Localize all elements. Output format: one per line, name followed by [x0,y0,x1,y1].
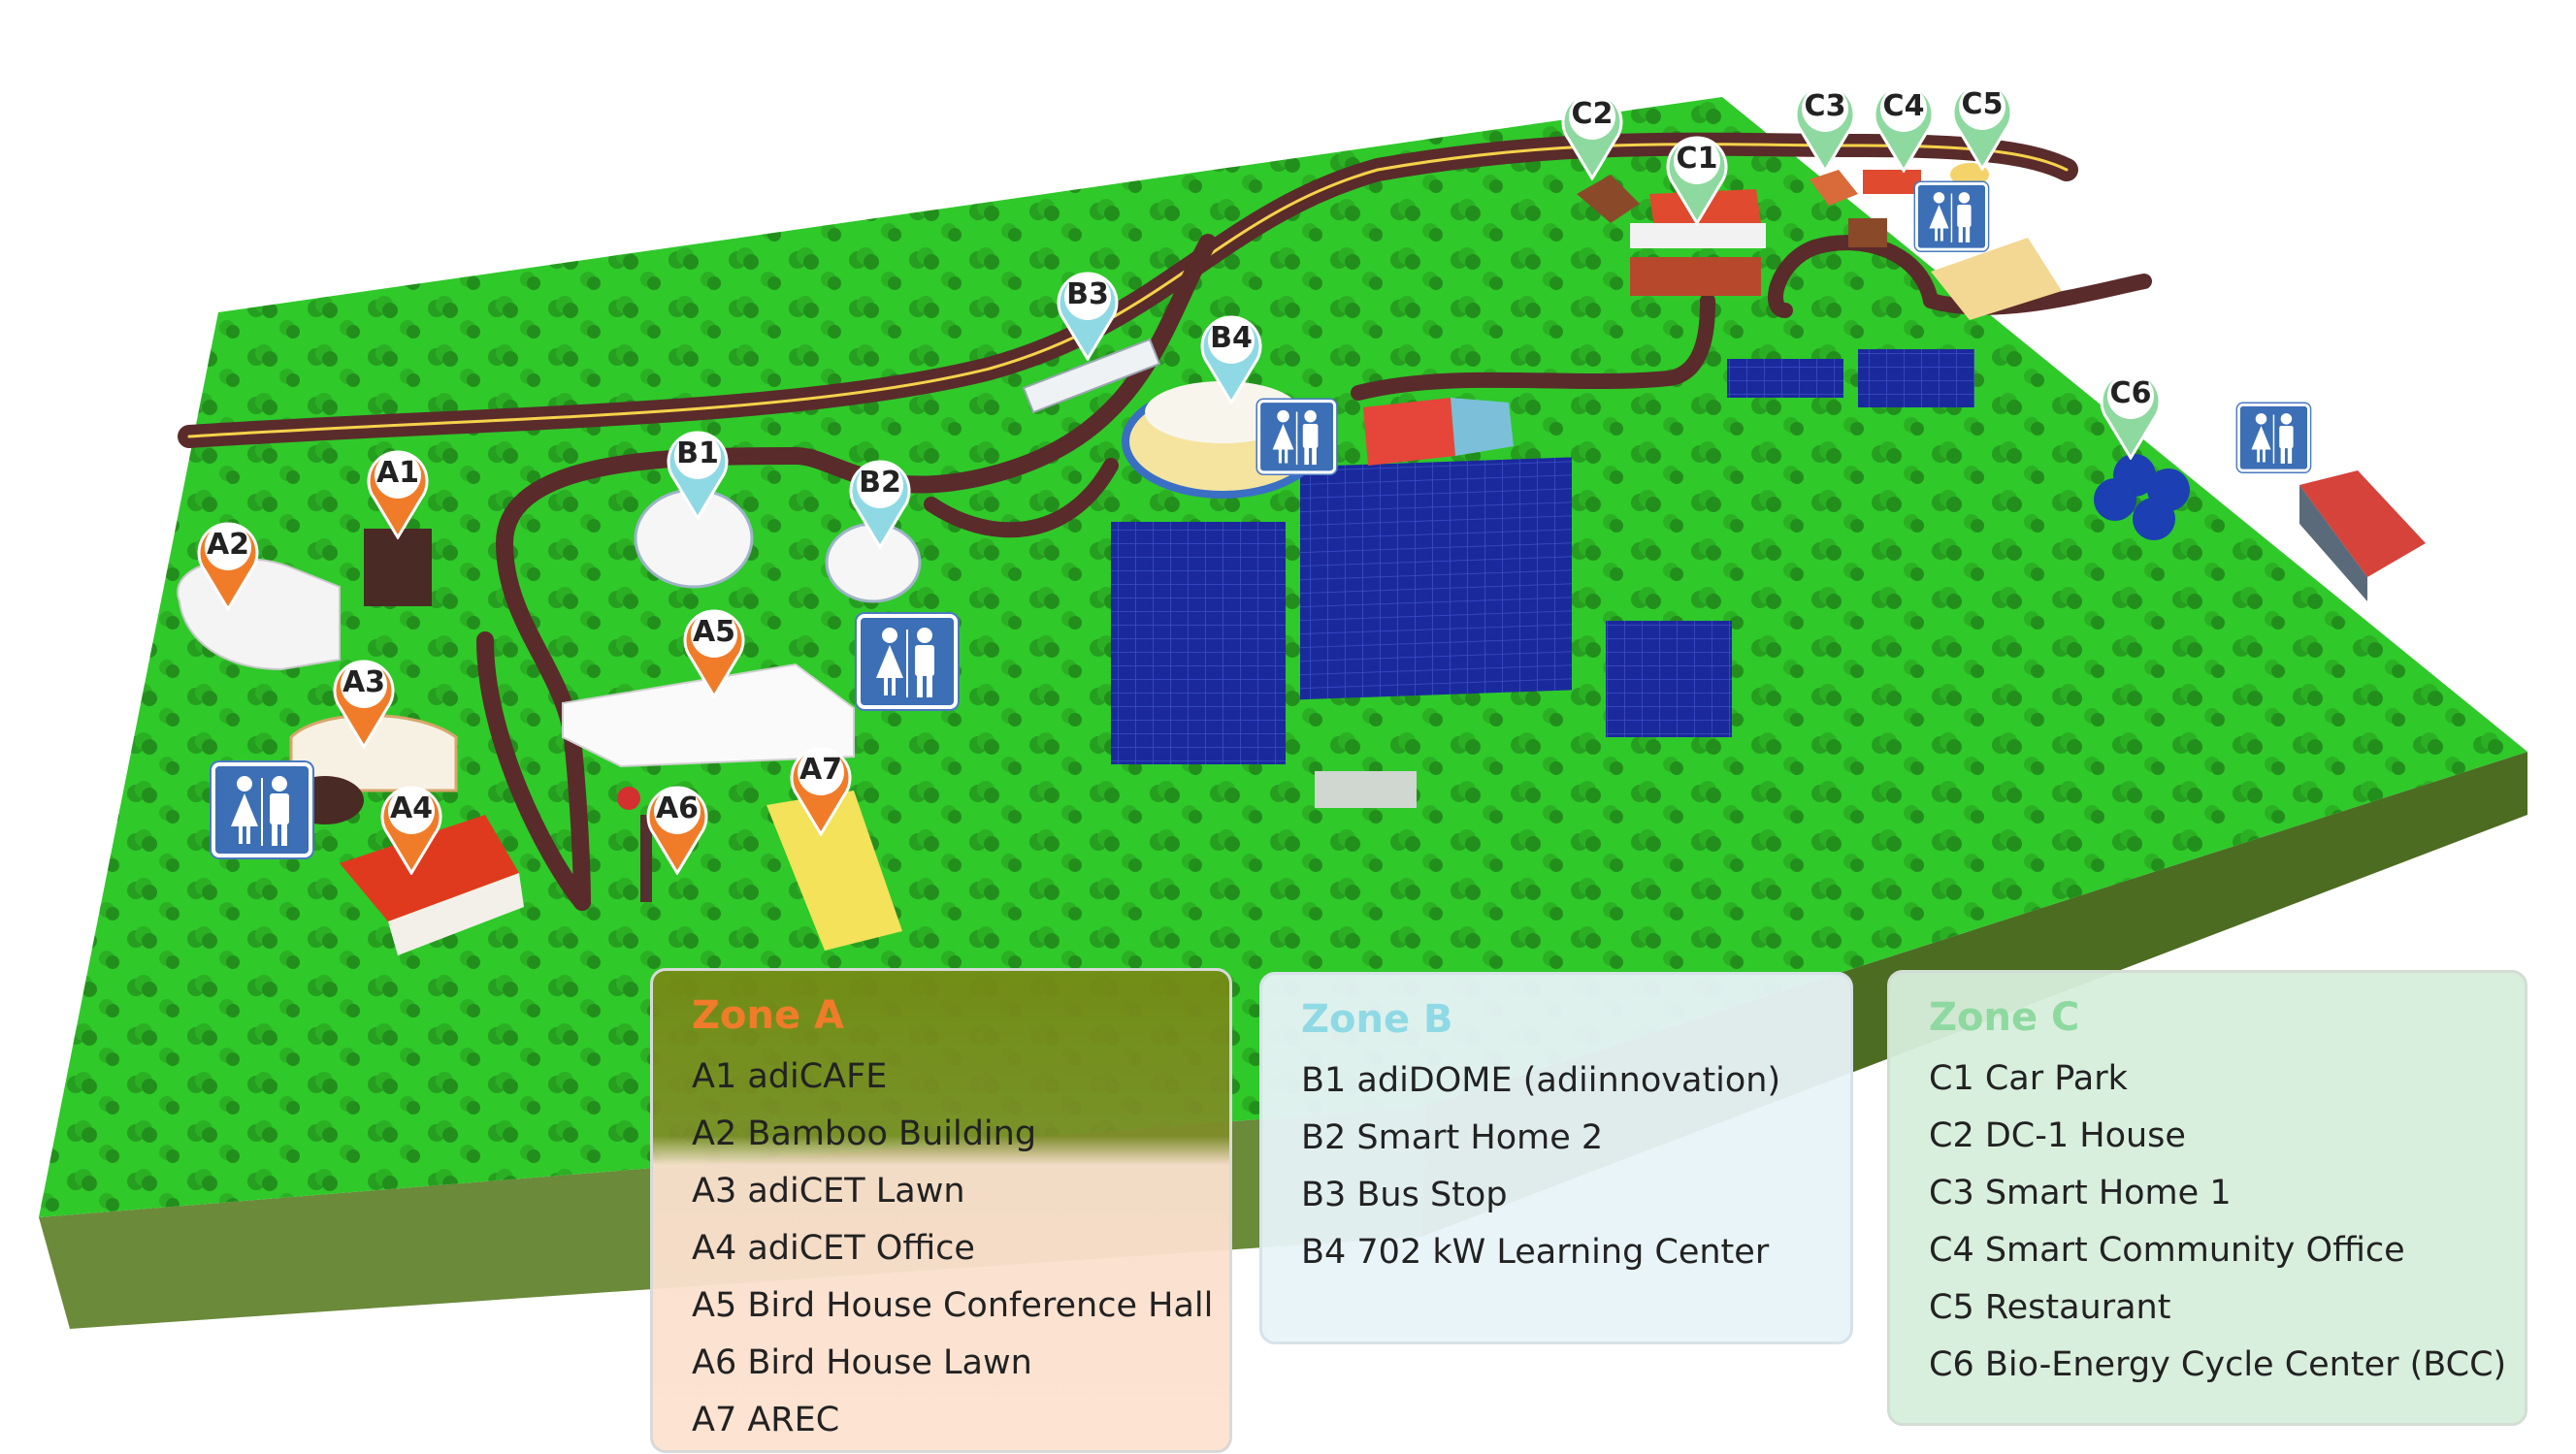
zone-c-item: C2 DC-1 House [1929,1116,2186,1155]
map-pin-a1[interactable]: A1 [363,442,433,539]
zone-a-item: A2 Bamboo Building [692,1115,1037,1153]
zone-a-item: A6 Bird House Lawn [692,1343,1032,1382]
map-pin-b4[interactable]: B4 [1196,307,1266,404]
restroom-sign[interactable] [212,762,312,857]
map-pin-icon [1057,272,1119,361]
zone-a-item: A7 AREC [692,1401,840,1439]
pin-label: C2 [1571,97,1614,131]
map-pin-icon [380,786,442,875]
restroom-sign[interactable] [1257,400,1337,474]
pin-label: C1 [1676,142,1718,176]
pin-label: A3 [342,665,386,699]
zone-c-title: Zone C [1929,995,2080,1040]
pin-label: C5 [1961,87,2004,121]
map-pin-icon [849,460,911,549]
map-pin-icon [1666,136,1728,225]
zone-c-buildings [1577,163,2426,601]
zone-c-item: C5 Restaurant [1929,1288,2171,1327]
pin-label: A6 [655,792,700,825]
zone-b-item: B4 702 kW Learning Center [1301,1233,1770,1272]
pin-label: C3 [1804,89,1846,123]
map-pin-icon [367,450,429,539]
map-pin-a3[interactable]: A3 [329,652,399,749]
pin-label: C4 [1882,89,1925,123]
zone-c-item: C4 Smart Community Office [1929,1231,2405,1270]
map-pin-icon [1794,83,1856,173]
map-pin-icon [646,786,708,875]
zone-b-item: B1 adiDOME (adiinnovation) [1301,1061,1781,1100]
zone-a-title: Zone A [692,993,844,1038]
pin-label: A5 [692,615,736,649]
map-pin-icon [1951,81,2013,171]
map-pin-icon [333,660,395,749]
pin-label: A7 [799,753,843,787]
zone-a-item: A5 Bird House Conference Hall [692,1286,1214,1325]
map-pin-a4[interactable]: A4 [376,778,446,875]
zone-b-item: B2 Smart Home 2 [1301,1118,1604,1157]
map-pin-c4[interactable]: C4 [1869,76,1939,173]
restroom-sign[interactable] [2237,404,2310,472]
pin-label: A4 [389,792,434,825]
map-pin-a2[interactable]: A2 [193,514,263,611]
zone-c-item: C6 Bio-Energy Cycle Center (BCC) [1929,1345,2507,1384]
map-pin-a6[interactable]: A6 [642,778,712,875]
restroom-icon [1272,409,1319,466]
restroom-icon [2251,413,2294,464]
map-pin-c5[interactable]: C5 [1947,74,2017,171]
map-pin-icon [2100,371,2162,460]
zone-a-item: A1 adiCAFE [692,1057,888,1096]
road-network [178,132,2152,911]
zone-c-item: C1 Car Park [1929,1059,2128,1098]
pin-label: A1 [375,456,420,490]
pin-label: B1 [676,436,719,470]
restroom-icon [876,628,934,697]
map-pin-a7[interactable]: A7 [786,739,856,836]
restroom-icon [1929,192,1972,242]
pin-label: B2 [859,466,901,500]
map-pin-icon [197,522,259,611]
zone-c-item: C3 Smart Home 1 [1929,1174,2232,1212]
map-pin-a5[interactable]: A5 [679,601,749,698]
map-pin-c2[interactable]: C2 [1557,83,1627,180]
map-pin-b3[interactable]: B3 [1053,264,1123,361]
restroom-sign[interactable] [857,614,958,709]
zone-b-title: Zone B [1301,997,1453,1042]
map-pin-icon [1561,91,1623,180]
pin-label: C6 [2109,376,2152,410]
map-pin-icon [1873,83,1935,173]
map-pin-icon [667,431,729,520]
map-pin-b1[interactable]: B1 [663,423,733,520]
restroom-sign[interactable] [1915,182,1988,251]
zone-a-buildings [177,529,902,955]
map-pin-c3[interactable]: C3 [1790,76,1860,173]
zone-a-item: A4 adiCET Office [692,1229,975,1268]
map-pin-icon [1200,315,1262,404]
map-pin-icon [790,747,852,836]
map-pin-icon [683,609,745,698]
pin-label: A2 [206,528,250,562]
map-pin-c6[interactable]: C6 [2096,363,2166,460]
map-pin-c1[interactable]: C1 [1662,128,1732,225]
map-pin-b2[interactable]: B2 [845,452,915,549]
legend-zone-c: Zone C C1 Car Park C2 DC-1 House C3 Smar… [1887,970,2527,1426]
legend-zone-b: Zone B B1 adiDOME (adiinnovation) B2 Sma… [1259,972,1853,1344]
legend-zone-a: Zone A A1 adiCAFE A2 Bamboo Building A3 … [650,968,1232,1453]
pin-label: B4 [1210,321,1253,355]
zone-b-item: B3 Bus Stop [1301,1176,1508,1214]
zone-a-item: A3 adiCET Lawn [692,1172,965,1211]
solar-field [1111,349,1974,808]
restroom-icon [231,776,289,846]
pin-label: B3 [1066,277,1109,311]
